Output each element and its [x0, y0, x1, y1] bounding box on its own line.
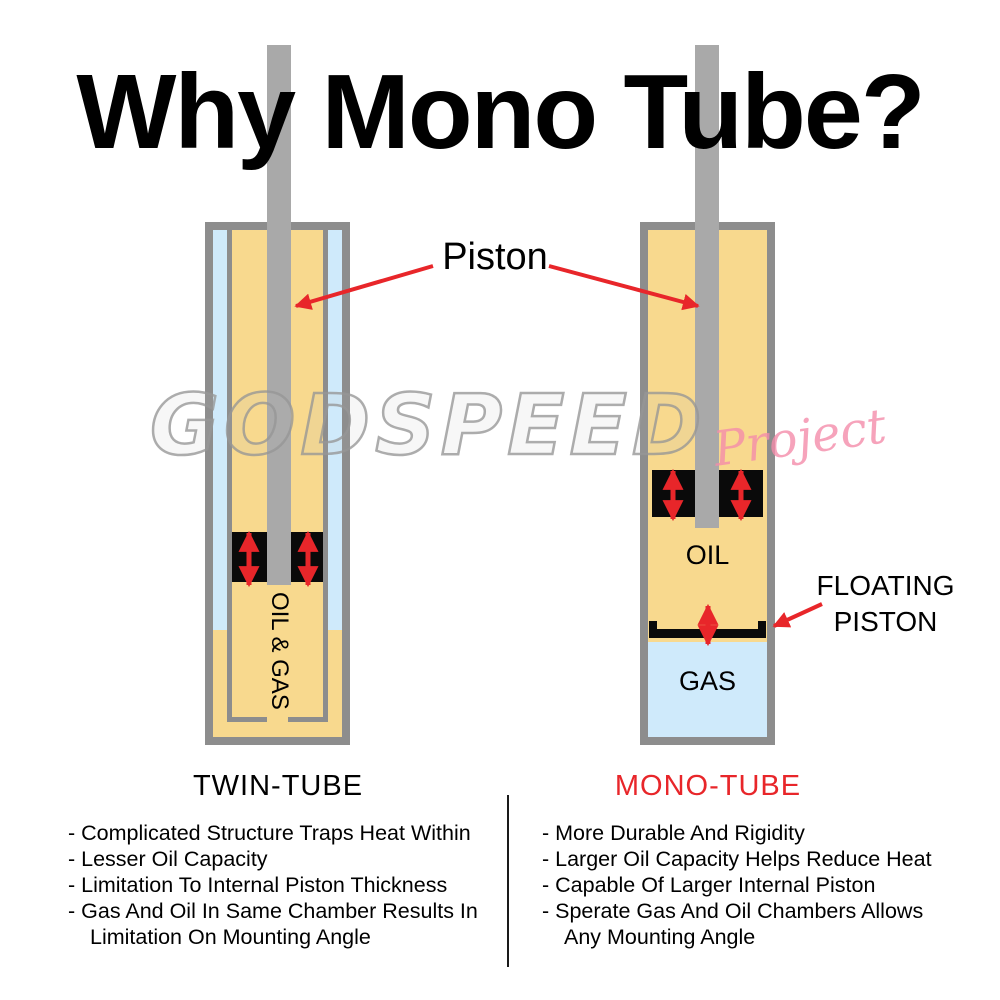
mono-gas-label: GAS [678, 666, 737, 696]
twin-piston-block-right [291, 532, 323, 582]
list-item: - More Durable And Rigidity [542, 821, 805, 845]
mono-piston-block-left [652, 470, 695, 517]
list-item: - Gas And Oil In Same Chamber Results In [68, 899, 478, 923]
list-item: - Larger Oil Capacity Helps Reduce Heat [542, 847, 932, 871]
floating-piston-lip-left [649, 621, 657, 637]
twin-inner-tube-valve-gap [267, 715, 288, 723]
mono-piston-rod [695, 45, 719, 528]
list-item: - Sperate Gas And Oil Chambers Allows [542, 899, 924, 923]
list-item: - Capable Of Larger Internal Piston [542, 873, 876, 897]
twin-piston-block-left [232, 532, 267, 582]
list-divider [507, 795, 509, 967]
mono-tube-title: MONO-TUBE [614, 770, 802, 802]
mono-gas-region [648, 642, 767, 737]
list-item: - Limitation To Internal Piston Thicknes… [68, 873, 448, 897]
floating-piston-lip-right [758, 621, 766, 637]
floating-piston-label: FLOATING PISTON [816, 570, 955, 637]
list-item: - Complicated Structure Traps Heat Withi… [68, 821, 471, 845]
mono-oil-label: OIL [685, 540, 730, 570]
piston-label: Piston [442, 236, 548, 278]
twin-tube-title: TWIN-TUBE [192, 770, 364, 802]
list-item-continuation: Any Mounting Angle [564, 925, 756, 949]
mono-piston-block-right [719, 470, 763, 517]
page-title: Why Mono Tube? [76, 53, 925, 171]
twin-fluid-label: OIL & GAS [266, 592, 293, 710]
twin-piston-rod [267, 45, 291, 585]
mono-points-list: - More Durable And Rigidity - Larger Oil… [542, 820, 987, 950]
list-item: - Lesser Oil Capacity [68, 847, 268, 871]
list-item-continuation: Limitation On Mounting Angle [90, 925, 371, 949]
floating-piston [649, 621, 766, 638]
twin-points-list: - Complicated Structure Traps Heat Withi… [68, 820, 513, 950]
